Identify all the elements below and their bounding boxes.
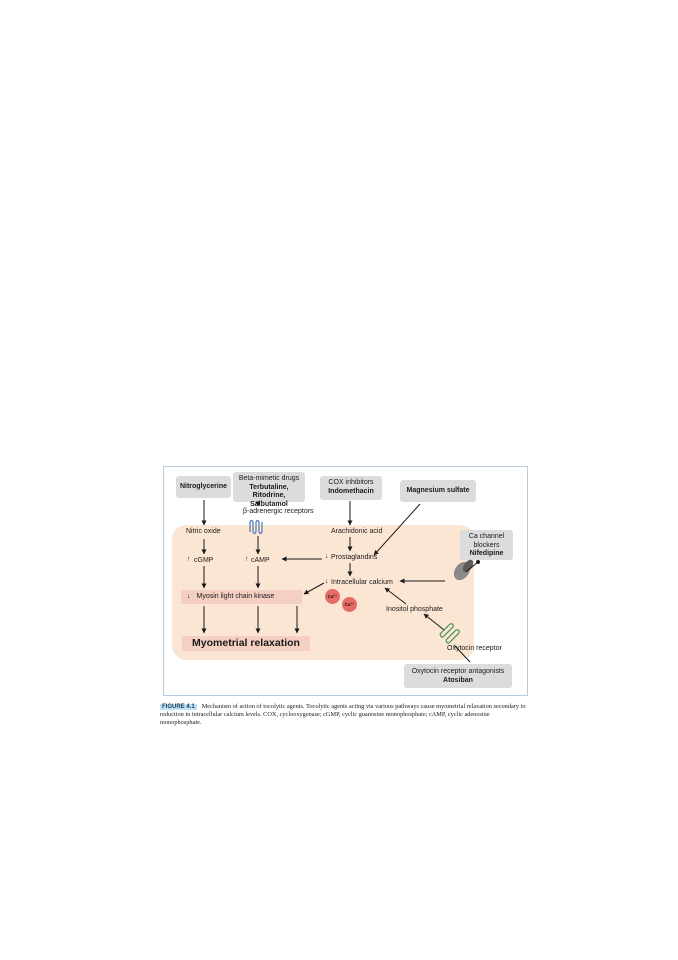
- oxytocin-receptor-icon: [439, 623, 460, 644]
- oxytocin-receptor-label: Oxytocin receptor: [447, 645, 502, 652]
- mlck-label: Myosin light chain kinase: [196, 593, 275, 600]
- beta-mimetic-box: Beta-mimetic drugs Terbutaline, Ritodrin…: [233, 472, 305, 508]
- camp-up-arrow: ↑: [245, 556, 249, 563]
- intracellular-calcium-label: Intracellular calcium: [331, 579, 393, 586]
- nitroglycerine-box: Nitroglycerine: [176, 476, 231, 498]
- figure-tag: FIGURE 4.1: [160, 704, 197, 710]
- arachidonic-acid-label: Arachidonic acid: [331, 528, 383, 535]
- ca-channel-blockers-box: Ca channel blockers Nifedipine: [460, 530, 513, 560]
- arrow-inositol-calcium: [384, 587, 407, 605]
- cox-inhibitors-box: COX inhibitors Indomethacin: [320, 476, 382, 500]
- line-atosiban-receptor: [453, 644, 471, 663]
- myosin-light-chain-kinase: ↓ Myosin light chain kinase: [181, 590, 302, 604]
- caption-text: Mechanism of action of tocolytic agents.…: [160, 703, 526, 726]
- nitric-oxide-label: Nitric oxide: [186, 528, 221, 535]
- calcium-ion-1: Ca²⁺: [325, 589, 340, 604]
- magnesium-sulfate-box: Magnesium sulfate: [400, 480, 476, 502]
- calcium-down-arrow: ↓: [325, 578, 329, 585]
- prostaglandins-label: Prostaglandins: [331, 554, 378, 561]
- arrow-magnesium-calcium: [373, 503, 421, 556]
- mlck-down-arrow: ↓: [187, 593, 191, 600]
- beta-receptor-icon: [249, 519, 263, 535]
- arrow-oxytocin-inositol: [423, 613, 445, 631]
- cgmp-up-arrow: ↑: [187, 556, 191, 563]
- ca-channel-icon: [453, 559, 480, 581]
- cgmp-label: cGMP: [194, 557, 214, 564]
- beta-adrenergic-receptors-label: β-adrenergic receptors: [243, 508, 314, 515]
- prostaglandins-down-arrow: ↓: [325, 553, 329, 560]
- myometrial-relaxation: Myometrial relaxation: [182, 636, 310, 651]
- arrow-calcium-mlck: [303, 582, 325, 595]
- calcium-ion-2: Ca²⁺: [342, 597, 357, 612]
- inositol-phosphate-label: Inositol phosphate: [386, 606, 443, 613]
- camp-label: cAMP: [251, 557, 270, 564]
- oxytocin-antagonists-box: Oxytocin receptor antagonists Atosiban: [404, 664, 512, 688]
